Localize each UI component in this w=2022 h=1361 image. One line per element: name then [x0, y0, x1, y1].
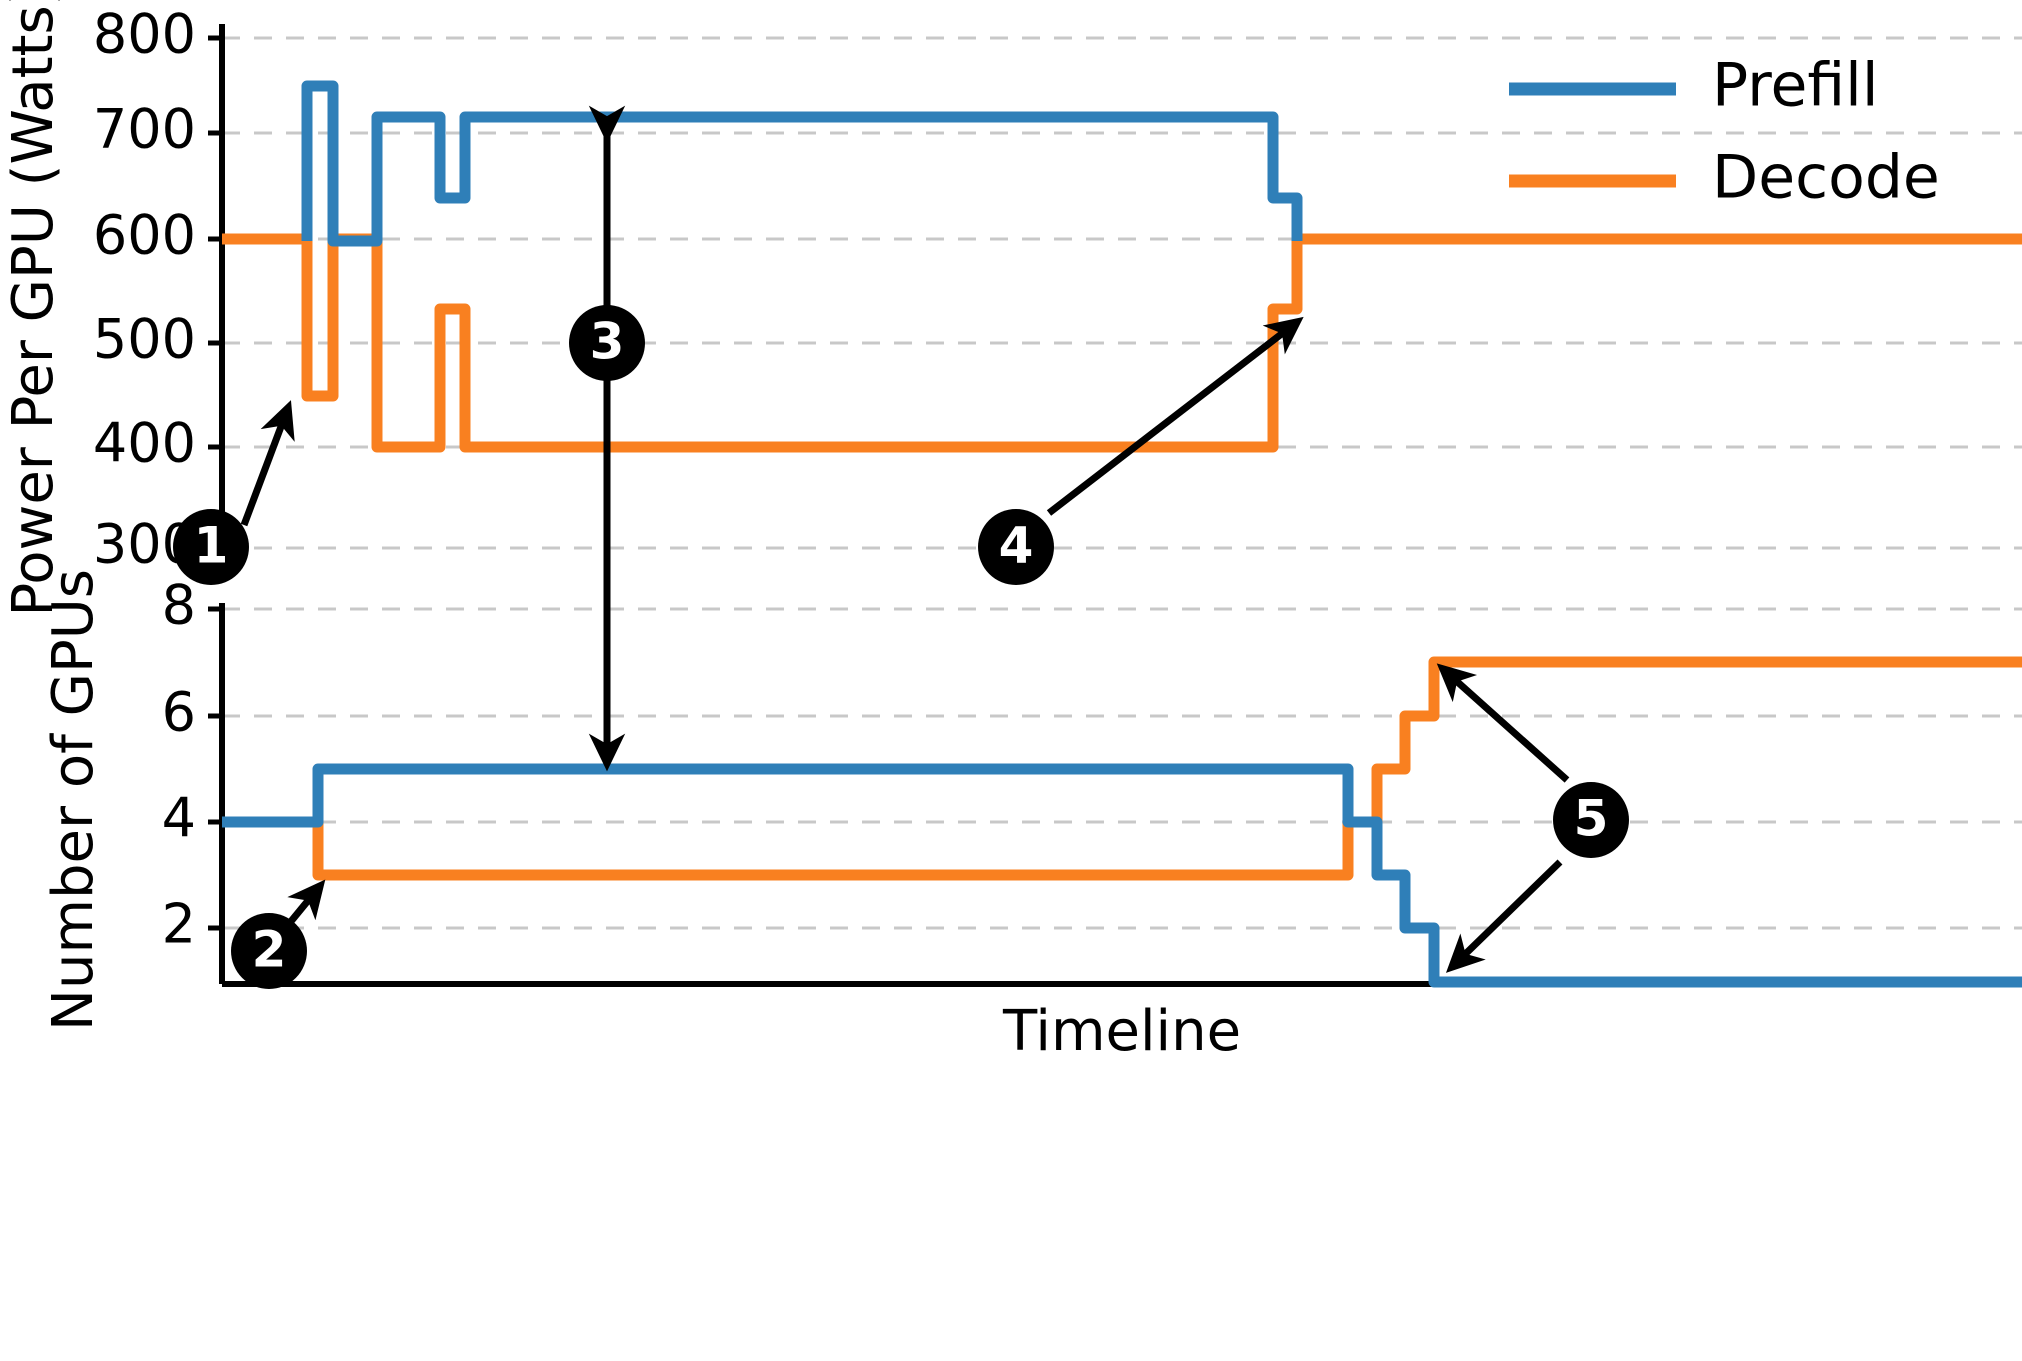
annotation-5-badge: [1553, 782, 1629, 858]
legend: Prefill Decode: [1509, 51, 1940, 213]
legend-label-prefill: Prefill: [1712, 51, 1879, 121]
gpu-y-axis-title: Number of GPUs: [41, 569, 106, 1031]
gpu-decode-line: [222, 656, 2022, 881]
gpu-count-panel: 8 6 4 2 Number of GPUs Timeline: [41, 569, 2022, 1064]
annotation-5-label: 5: [1574, 790, 1609, 848]
power-ytick-label-500: 500: [93, 308, 196, 371]
power-ytick-label-800: 800: [93, 3, 196, 66]
annotation-2-badge: [231, 913, 307, 989]
power-y-axis-title: Power Per GPU (Watts): [1, 0, 66, 617]
gpu-x-axis-title: Timeline: [1002, 999, 1241, 1064]
power-ytick-label-700: 700: [93, 98, 196, 161]
gpu-ytick-label-6: 6: [162, 681, 196, 744]
power-prefill-line: [301, 80, 1303, 247]
annotation-2: 2: [231, 879, 326, 989]
annotation-3: 3: [569, 105, 645, 772]
annotation-4-label: 4: [999, 517, 1034, 575]
power-ytick-label-600: 600: [93, 204, 196, 267]
annotation-1-badge: [173, 509, 249, 585]
legend-label-decode: Decode: [1712, 143, 1940, 213]
power-ytick-label-400: 400: [93, 412, 196, 475]
annotation-5: 5: [1436, 663, 1629, 973]
annotation-1-arrow: [240, 400, 295, 527]
gpu-ytick-label-2: 2: [162, 893, 196, 956]
gpu-prefill-line: [222, 763, 2022, 988]
annotation-4-arrow: [1046, 316, 1304, 516]
annotation-2-arrow: [285, 879, 326, 928]
annotation-1-label: 1: [194, 517, 229, 575]
annotation-3-label: 3: [590, 313, 625, 371]
power-panel: 800 700 600 500 400 300 Power Per GPU (W…: [1, 0, 2022, 617]
power-decode-line: [222, 233, 2022, 453]
annotation-5-arrow-up: [1436, 663, 1570, 783]
gpu-ytick-label-4: 4: [162, 787, 196, 850]
annotation-3-badge: [569, 305, 645, 381]
annotation-5-arrow-down: [1445, 859, 1563, 973]
annotation-2-label: 2: [252, 921, 287, 979]
gpu-gridlines: [222, 607, 2022, 930]
annotation-4-badge: [978, 509, 1054, 585]
annotation-1: 1: [173, 400, 295, 585]
gpu-ytick-label-8: 8: [162, 574, 196, 637]
gpu-y-ticks: [208, 606, 222, 931]
annotation-4: 4: [978, 316, 1304, 585]
